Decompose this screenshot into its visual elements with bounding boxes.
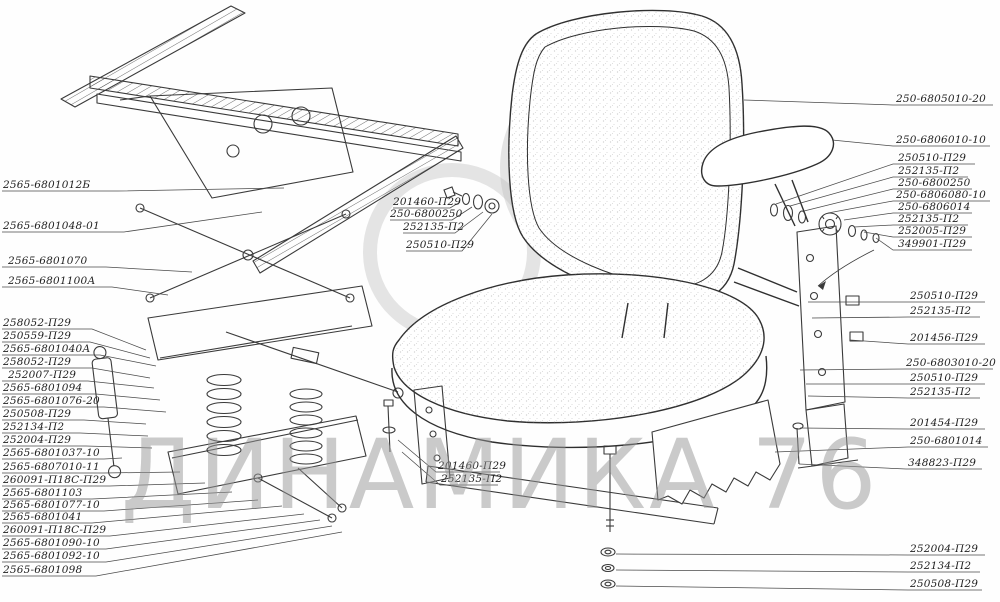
leader-lines <box>2 99 993 591</box>
part-number-label: 2565-6801094 <box>3 382 83 394</box>
part-number-label: 250-6805010-20 <box>896 93 987 105</box>
part-number-label: 2565-6801098 <box>3 564 83 576</box>
part-number-label: 2565-6801077-10 <box>3 499 100 511</box>
part-number-label: 2565-6807010-11 <box>3 461 100 473</box>
part-number-label: 2565-6801070 <box>8 255 88 267</box>
suspension-frame-drawing <box>60 5 464 523</box>
serrated-bracket <box>651 399 781 505</box>
part-number-label: 252004-П29 <box>3 434 72 446</box>
part-number-label: 260091-П18С-П29 <box>3 474 107 486</box>
part-number-label: 250510-П29 <box>406 239 475 251</box>
part-number-label: 349901-П29 <box>898 238 967 250</box>
part-number-label: 252007-П29 <box>8 369 77 381</box>
part-number-label: 250510-П29 <box>898 152 967 164</box>
part-number-label: 252135-П2 <box>910 386 972 398</box>
part-number-label: 250-6800250 <box>390 208 463 220</box>
part-number-label: 2565-6801040А <box>3 343 91 355</box>
part-number-label: 260091-П18С-П29 <box>3 524 107 536</box>
part-number-label: 250508-П29 <box>3 408 72 420</box>
part-number-label: 250-6806014 <box>898 201 971 213</box>
armrest <box>700 125 835 187</box>
part-number-label: 348823-П29 <box>908 457 977 469</box>
part-number-label: 252135-П2 <box>910 305 972 317</box>
part-number-label: 252134-П2 <box>3 421 65 433</box>
part-number-label: 250510-П29 <box>910 372 979 384</box>
part-number-label: 252135-П2 <box>898 165 960 177</box>
part-number-label: 2565-6801103 <box>3 487 83 499</box>
part-number-label: 250-6803010-20 <box>906 357 997 369</box>
spring-left <box>206 373 242 457</box>
part-number-label: 2565-6801076-20 <box>3 395 100 407</box>
part-number-label: 250559-П29 <box>3 330 72 342</box>
part-number-label: 258052-П29 <box>3 317 72 329</box>
part-number-label: 252134-П2 <box>910 560 972 572</box>
part-number-label: 250508-П29 <box>910 578 979 590</box>
part-number-label: 201456-П29 <box>910 332 979 344</box>
part-number-label: 2565-6801092-10 <box>3 550 100 562</box>
part-number-label: 252135-П2 <box>441 473 503 485</box>
part-number-label: 2565-6801012Б <box>3 179 91 191</box>
right-support-plate <box>796 225 846 411</box>
part-number-label: 2565-6801090-10 <box>3 537 100 549</box>
part-number-label: 2565-6801048-01 <box>3 220 100 232</box>
part-number-label: 201460-П29 <box>393 196 462 208</box>
part-number-label: 201454-П29 <box>910 417 979 429</box>
spring-right <box>289 388 323 465</box>
part-number-label: 252135-П2 <box>898 213 960 225</box>
part-number-label: 252004-П29 <box>910 543 979 555</box>
part-number-label: 258052-П29 <box>3 356 72 368</box>
part-number-label: 2565-6801041 <box>3 511 83 523</box>
seat-base-drawing <box>382 225 864 589</box>
part-number-label: 250510-П29 <box>910 290 979 302</box>
part-number-label: 252005-П29 <box>898 225 967 237</box>
part-number-label: 252135-П2 <box>403 221 465 233</box>
seat-drawing <box>391 9 835 449</box>
part-number-label: 250-6800250 <box>898 177 971 189</box>
part-number-label: 2565-6801100А <box>8 275 96 287</box>
part-number-label: 250-6801014 <box>910 435 983 447</box>
shock-absorber <box>91 346 122 479</box>
part-number-label: 250-6806010-10 <box>896 134 987 146</box>
part-number-label: 2565-6801037-10 <box>3 447 100 459</box>
part-number-label: 201460-П29 <box>438 460 507 472</box>
part-number-label: 250-6806080-10 <box>896 189 987 201</box>
hardware-parts <box>443 186 880 290</box>
